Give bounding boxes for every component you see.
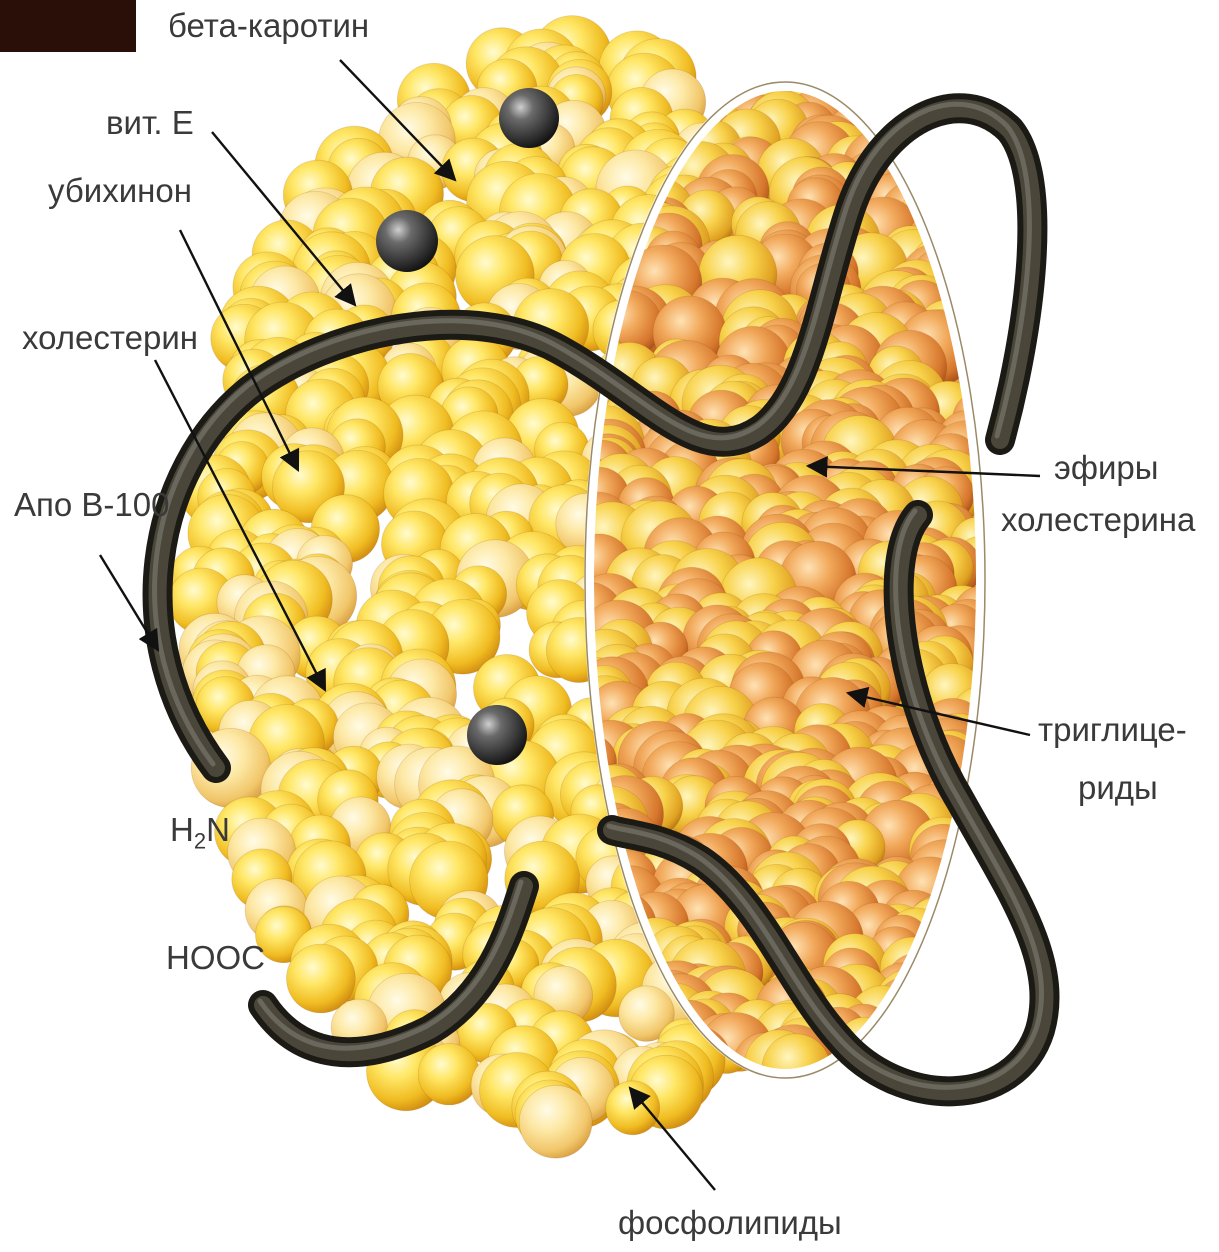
label-cholesterol: холестерин [22,320,198,357]
triglyceride-sphere [897,1004,961,1068]
label-phospholipids: фосфолипиды [618,1205,842,1242]
h2n-subscript: 2 [194,829,206,854]
cholesterol-ester-sphere [917,990,979,1052]
triglyceride-sphere [925,921,996,992]
label-triglycerides-line2: риды [1078,770,1158,807]
dark-lipid-molecule [499,88,559,148]
cholesterol-ester-sphere [945,986,1011,1052]
cholesterol-ester-sphere [929,154,991,216]
cholesterol-ester-sphere [946,190,1013,257]
label-cholesterol-esters-line2: холестерина [1001,502,1195,539]
phospholipid-sphere [418,1044,479,1105]
cholesterol-ester-sphere [932,125,1004,197]
h2n-h: H [170,811,194,848]
cholesterol-ester-sphere [901,1007,968,1074]
label-apo-b100: Апо В-100 [14,487,169,524]
label-vit-e: вит. Е [106,105,194,142]
label-ubiquinone: убихинон [48,173,192,210]
triglyceride-sphere [935,162,1003,230]
h2n-n: N [206,811,230,848]
cholesterol-ester-sphere [935,183,996,244]
triglyceride-sphere [944,195,1017,268]
label-beta-carotene: бета-каротин [168,8,369,45]
dark-lipid-molecule [467,705,527,765]
label-hooc: HOOC [166,940,265,977]
cholesterol-ester-sphere [928,941,1006,1019]
label-triglycerides-line1: тригли­це- [1038,712,1187,749]
phospholipid-sphere [519,1085,592,1158]
triglyceride-sphere [927,920,999,992]
dark-lipid-molecule [376,210,438,272]
cholesterol-ester-sphere [926,152,980,206]
phospholipid-sphere [606,1081,660,1135]
label-h2n: H2N [170,812,230,854]
triglyceride-sphere [935,134,1006,205]
triglyceride-sphere [909,972,971,1034]
cholesterol-ester-sphere [923,941,993,1011]
cholesterol-ester-sphere [924,156,996,228]
triglyceride-sphere [913,962,973,1022]
label-cholesterol-esters-line1: эфиры [1054,450,1159,487]
